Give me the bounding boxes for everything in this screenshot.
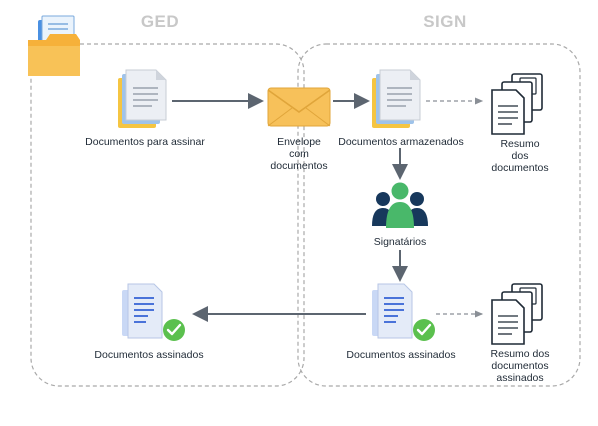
label-docs-to-sign: Documentos para assinar xyxy=(85,136,205,148)
label-envelope-line1: Envelope xyxy=(277,136,321,148)
label-summary-top: Resumo dos documentos xyxy=(482,138,558,174)
label-signed-ged: Documentos assinados xyxy=(94,349,204,361)
label-summary-bottom-line1: Resumo dos xyxy=(490,348,550,360)
document-stack-icon xyxy=(118,69,167,128)
label-docs-stored: Documentos armazenados xyxy=(338,136,464,148)
sign-zone-title: SIGN xyxy=(423,12,467,31)
hash-summary-icon: # xyxy=(491,73,543,135)
label-summary-bottom-line3: assinados xyxy=(496,372,544,384)
label-summary-top-line1: Resumo xyxy=(500,138,540,150)
label-signed-sign: Documentos assinados xyxy=(346,349,456,361)
label-signatories: Signatários xyxy=(373,236,427,248)
sign-zone-outline xyxy=(297,43,581,387)
label-summary-bottom-line2: documentos xyxy=(491,360,549,372)
label-envelope-line2: com xyxy=(289,148,309,160)
label-envelope: Envelope com documentos xyxy=(262,136,336,172)
envelope-icon xyxy=(267,87,331,127)
ged-zone-title: GED xyxy=(140,12,180,31)
ged-zone-outline xyxy=(30,43,305,387)
label-envelope-line3: documentos xyxy=(270,160,328,172)
signed-documents-ged-icon xyxy=(122,283,185,341)
signed-documents-icon xyxy=(372,283,435,341)
folder-icon xyxy=(28,15,80,76)
stored-documents-icon xyxy=(372,69,421,128)
label-summary-bottom: Resumo dos documentos assinados xyxy=(474,348,566,384)
label-summary-top-line3: documentos xyxy=(491,162,549,174)
hash-summary-bottom-icon: # xyxy=(491,283,543,345)
label-summary-top-line2: dos xyxy=(511,150,529,162)
signatories-icon xyxy=(372,182,428,228)
